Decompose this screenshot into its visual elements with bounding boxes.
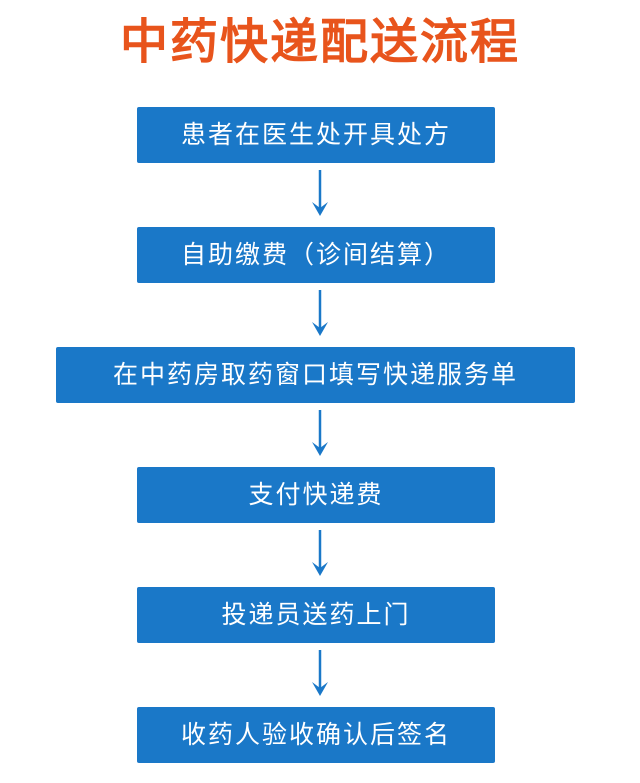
down-arrow-icon: [312, 170, 328, 216]
step-box-fill-delivery-form: 在中药房取药窗口填写快递服务单: [56, 347, 575, 403]
down-arrow-icon: [312, 410, 328, 456]
step-box-self-payment: 自助缴费（诊间结算）: [137, 227, 495, 283]
down-arrow-icon: [312, 530, 328, 576]
step-box-recipient-signature: 收药人验收确认后签名: [137, 707, 495, 763]
page-title: 中药快递配送流程: [119, 14, 520, 70]
step-box-courier-delivery: 投递员送药上门: [137, 587, 495, 643]
step-box-prescription: 患者在医生处开具处方: [137, 107, 495, 163]
step-box-pay-delivery-fee: 支付快递费: [137, 467, 495, 523]
down-arrow-icon: [312, 290, 328, 336]
down-arrow-icon: [312, 650, 328, 696]
